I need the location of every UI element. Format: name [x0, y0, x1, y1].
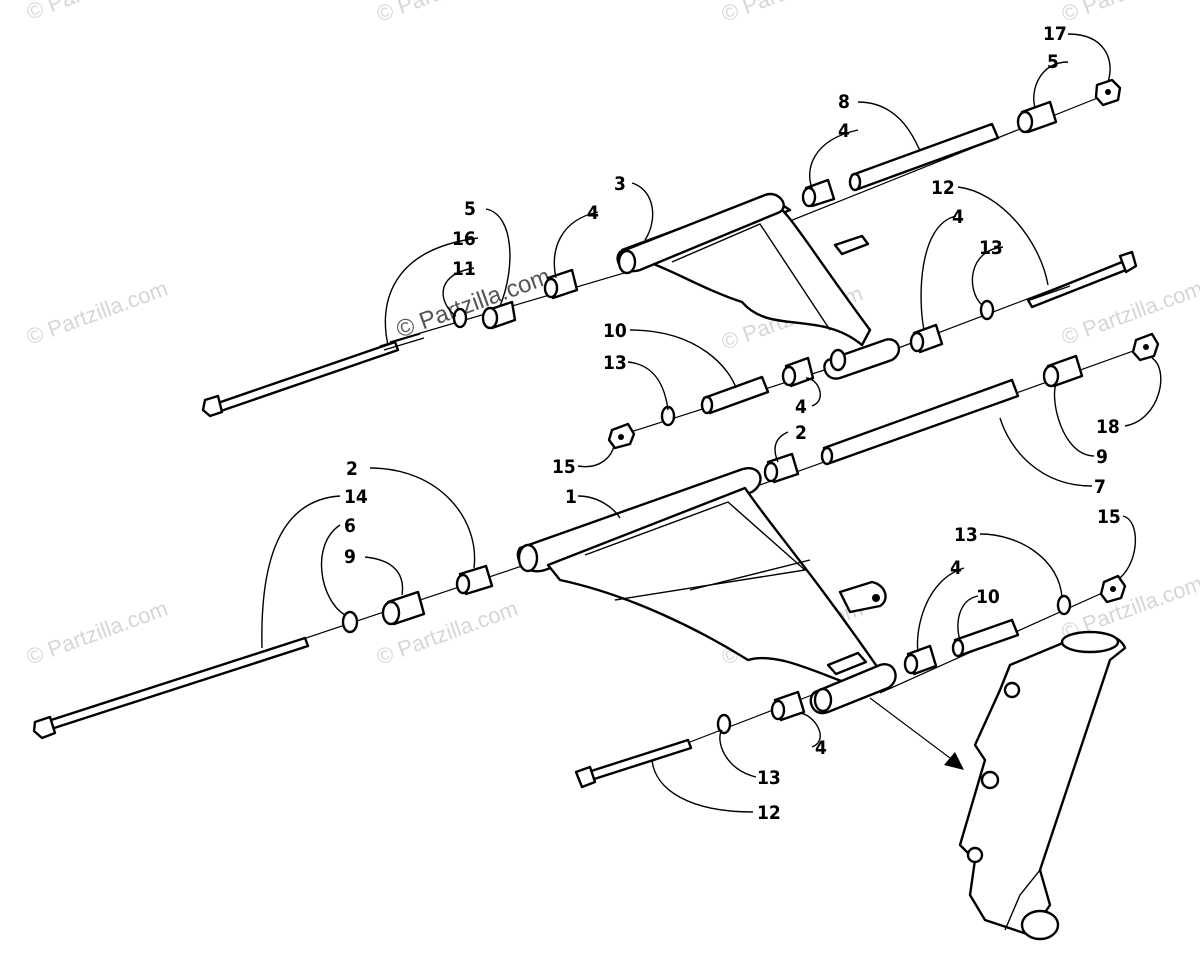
callout-1: 1 [565, 486, 577, 508]
callout-13: 13 [757, 767, 781, 789]
callout-12: 12 [757, 802, 781, 824]
steering-spindle [958, 630, 1127, 941]
callout-15: 15 [1097, 506, 1121, 528]
callout-5: 5 [1047, 51, 1059, 73]
lower-hardware [32, 564, 1127, 789]
watermark-text: © Partzilla.com [23, 276, 171, 350]
callout-6: 6 [344, 515, 356, 537]
callout-15: 15 [552, 456, 576, 478]
callout-13: 13 [954, 524, 978, 546]
watermark-text: © Partzilla.com [23, 596, 171, 670]
callout-13: 13 [603, 352, 627, 374]
callout-14: 14 [344, 486, 368, 508]
callout-5: 5 [464, 198, 476, 220]
callout-4: 4 [815, 737, 827, 759]
callout-4: 4 [950, 557, 962, 579]
callout-11: 11 [452, 258, 476, 280]
upper-hardware [201, 78, 1160, 484]
callout-4: 4 [838, 120, 850, 142]
callout-18: 18 [1096, 416, 1120, 438]
callout-2: 2 [346, 458, 358, 480]
spindle-arrow [869, 697, 964, 770]
callout-4: 4 [587, 202, 599, 224]
callout-8: 8 [838, 91, 850, 113]
callout-7: 7 [1094, 476, 1106, 498]
callout-9: 9 [344, 546, 356, 568]
callout-4: 4 [795, 396, 807, 418]
callout-9: 9 [1096, 446, 1108, 468]
callout-4: 4 [952, 206, 964, 228]
callouts: 17 5 8 4 3 4 5 16 11 12 4 13 10 13 4 15 … [344, 23, 1121, 824]
watermark-text: © Partzilla.com [1058, 0, 1200, 27]
callout-2: 2 [795, 422, 807, 444]
callout-16: 16 [452, 228, 476, 250]
callout-10: 10 [603, 320, 627, 342]
lower-a-arm [516, 467, 897, 715]
watermark-text: © Partzilla.com [23, 0, 171, 25]
callout-17: 17 [1043, 23, 1067, 45]
callout-3: 3 [614, 173, 626, 195]
watermark-text: © Partzilla.com [718, 0, 866, 27]
upper-a-arm [616, 192, 901, 380]
callout-13: 13 [979, 237, 1003, 259]
watermark-text: © Partzilla.com [373, 0, 521, 27]
callout-12: 12 [931, 177, 955, 199]
callout-10: 10 [976, 586, 1000, 608]
leader-lines [261, 33, 1162, 813]
